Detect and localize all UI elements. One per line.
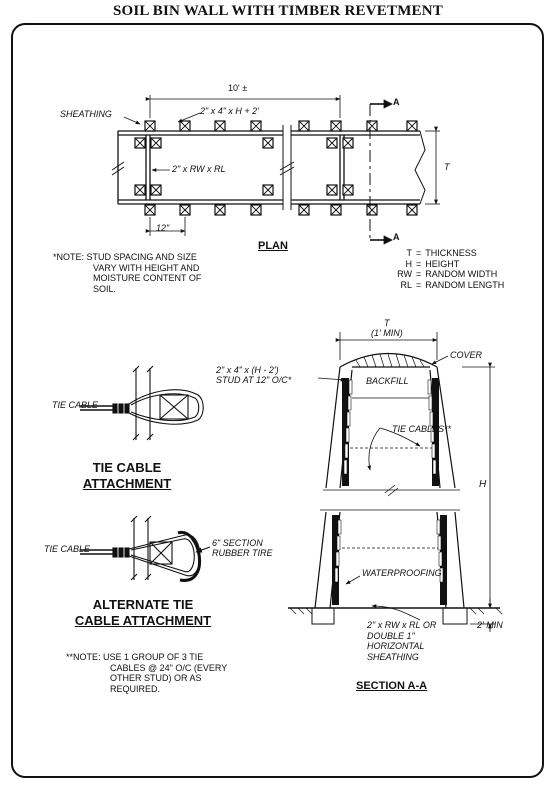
tie-cable-heading: TIE CABLE ATTACHMENT: [62, 460, 192, 492]
section-heading: SECTION A-A: [356, 680, 428, 692]
alt-tie-note-line: **NOTE: USE 1 GROUP OF 3 TIE: [66, 652, 204, 662]
alt-tie-note-line: CABLES @ 24" O/C (EVERY: [110, 662, 228, 673]
backfill-label: BACKFILL: [366, 376, 409, 386]
cover-label: COVER: [450, 350, 483, 360]
alt-tie-heading-line1: ALTERNATE TIE: [92, 597, 194, 612]
legend-row: RL = RANDOM LENGTH: [382, 280, 504, 291]
plan-length-label: 10' ±: [228, 83, 248, 93]
drawing-frame: [11, 23, 544, 778]
section-marker-bottom: A: [393, 232, 400, 242]
section-studs-right: [432, 378, 447, 605]
plan-note-line: *NOTE: STUD SPACING AND SIZE: [53, 252, 197, 262]
alt-tie-heading: ALTERNATE TIE CABLE ATTACHMENT: [58, 597, 228, 629]
legend-desc: THICKNESS: [425, 248, 477, 258]
stud-spec-line1: 2" x 4" x (H - 2'): [216, 365, 279, 375]
alt-tie-note-line: OTHER STUD) OR AS: [110, 673, 202, 683]
legend-abbr: H: [405, 258, 413, 269]
tie-cables-label: TIE CABLES**: [392, 424, 452, 434]
alt-tie-cable-label: TIE CABLE: [44, 544, 91, 554]
section-sheathing-note: 2" x RW x RL OR DOUBLE 1" HORIZONTAL SHE…: [367, 620, 436, 662]
tire-label-line1: 6" SECTION: [212, 538, 263, 548]
rw-size-label: 2" x RW x RL: [172, 164, 226, 174]
section-marker-top: A: [393, 97, 400, 107]
legend-desc: HEIGHT: [425, 258, 460, 269]
alt-tie-note: **NOTE: USE 1 GROUP OF 3 TIE CABLES @ 24…: [66, 652, 227, 694]
tie-cable-label: TIE CABLE: [52, 400, 99, 410]
legend-row: RW = RANDOM WIDTH: [382, 269, 504, 280]
tie-cable-drawing: [80, 365, 204, 441]
sheathing-note-line: HORIZONTAL: [367, 641, 425, 651]
alt-tie-drawing: [80, 515, 211, 582]
legend-abbr: T: [406, 248, 413, 258]
min-depth-label: 2' MIN: [477, 620, 503, 630]
sheathing-note-line: SHEATHING: [367, 651, 419, 662]
sheathing-note-line: 2" x RW x RL OR: [367, 620, 437, 630]
waterproofing-label: WATERPROOFING: [362, 568, 442, 578]
section-min-label: (1' MIN): [371, 328, 403, 338]
legend-row: H = HEIGHT: [382, 259, 504, 270]
sheathing-note-line: DOUBLE 1": [367, 630, 415, 641]
legend-row: T = THICKNESS: [382, 248, 504, 259]
plan-legend: T = THICKNESS H = HEIGHT RW = RANDOM WID…: [382, 248, 504, 290]
plan-thickness-label: T: [444, 162, 450, 172]
plan-dimensions: [123, 95, 440, 245]
plan-heading: PLAN: [258, 240, 288, 252]
sheathing-label: SHEATHING: [60, 109, 112, 119]
tie-cable-heading-line1: TIE CABLE: [92, 460, 162, 475]
plan-note-line: VARY WITH HEIGHT AND: [93, 262, 200, 273]
tire-label-line2: RUBBER TIRE: [212, 548, 273, 558]
stud-spec-line2: STUD AT 12" O/C*: [216, 375, 292, 385]
plan-note: *NOTE: STUD SPACING AND SIZE VARY WITH H…: [53, 252, 201, 294]
ground-hatch: [289, 607, 503, 615]
legend-desc: RANDOM WIDTH: [425, 269, 498, 279]
section-sheathing: [334, 379, 444, 583]
tie-cable-heading-line2: ATTACHMENT: [82, 476, 172, 491]
section-studs-left: [332, 378, 349, 605]
legend-abbr: RL: [400, 279, 412, 290]
diagram-title: SOIL BIN WALL WITH TIMBER REVETMENT: [112, 3, 444, 19]
plan-note-line: MOISTURE CONTENT OF: [93, 273, 202, 283]
alt-tie-note-line: REQUIRED.: [110, 683, 161, 694]
legend-desc: RANDOM LENGTH: [425, 279, 505, 290]
cover-hatch: [355, 353, 425, 368]
alt-tie-heading-line2: CABLE ATTACHMENT: [74, 613, 212, 628]
stud-spacing-label: 12": [156, 223, 170, 233]
height-label: H: [479, 479, 487, 490]
section-t-label: T: [384, 318, 390, 328]
plan-note-line: SOIL.: [93, 283, 117, 294]
stud-size-label: 2" x 4" x H + 2': [200, 106, 259, 116]
legend-abbr: RW: [397, 269, 412, 279]
